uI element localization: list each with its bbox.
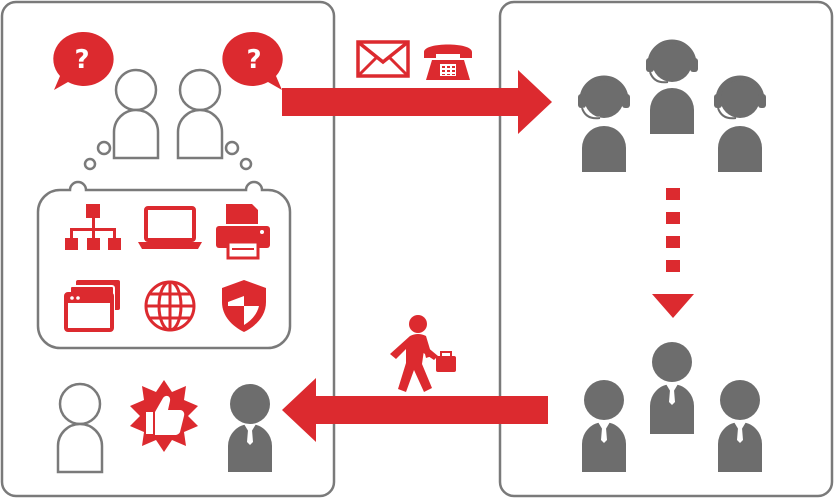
shield-icon [222, 280, 266, 332]
headset-agent-left [578, 75, 630, 172]
envelope-icon [356, 40, 410, 78]
headset-agent-center [646, 39, 698, 134]
laptop-icon [138, 206, 202, 249]
technician-right [718, 380, 762, 472]
request-arrow [282, 70, 552, 134]
thumbs-up-badge-icon [130, 380, 198, 452]
question-mark-left: ? [74, 45, 89, 75]
network-hierarchy-icon [65, 204, 121, 250]
technician-left [582, 380, 626, 472]
headset-agent-right [714, 75, 766, 172]
printer-icon [216, 204, 270, 260]
question-bubble-right: ? [222, 31, 283, 90]
resolution-arrow [282, 378, 548, 442]
question-bubble-left: ? [53, 31, 114, 90]
telephone-icon [424, 44, 472, 80]
confused-user-right [176, 68, 224, 160]
walking-businessman-icon [390, 315, 456, 392]
browser-windows-icon [64, 280, 120, 332]
technician-icon-outcome [228, 384, 272, 472]
support-side-panel [498, 0, 834, 498]
question-mark-right: ? [246, 45, 261, 75]
globe-icon [144, 280, 196, 332]
thought-dots [83, 140, 253, 171]
escalation-dashed-arrow [652, 188, 694, 318]
confused-user-left [112, 68, 160, 160]
satisfied-user-icon [56, 382, 104, 474]
technician-center [650, 342, 694, 434]
